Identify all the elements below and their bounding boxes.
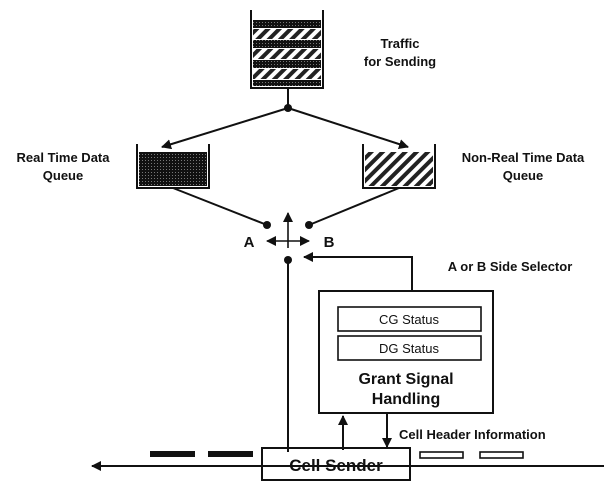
sent-cell-2 — [208, 451, 253, 457]
grant-signal-label-1: Grant Signal — [358, 371, 453, 388]
arrow-to-nonrealtime-queue — [287, 107, 409, 149]
cg-status-box — [337, 306, 482, 332]
traffic-band-1 — [253, 20, 321, 28]
pending-cell-2 — [479, 451, 524, 459]
realtime-queue-label-1: Real Time Data — [17, 150, 111, 165]
arrow-to-realtime-queue — [161, 107, 289, 150]
side-b-terminal — [305, 221, 313, 229]
traffic-queue — [250, 10, 324, 89]
dg-status-box — [337, 335, 482, 361]
realtime-queue — [136, 144, 210, 189]
nonrealtime-queue — [362, 144, 436, 189]
cg-status-label: CG Status — [379, 312, 439, 327]
dg-status-label: DG Status — [379, 341, 439, 356]
selector-label: A or B Side Selector — [448, 259, 573, 274]
cell-sender-box — [261, 447, 411, 481]
grant-signal-label-2: Handling — [372, 391, 440, 408]
nonrealtime-queue-label-1: Non-Real Time Data — [462, 150, 585, 165]
realtime-output-line — [172, 187, 268, 226]
traffic-band-5 — [253, 60, 321, 68]
pending-cell-1 — [419, 451, 464, 459]
nonrealtime-queue-fill — [365, 152, 433, 186]
traffic-band-3 — [253, 40, 321, 48]
traffic-band-7 — [253, 80, 321, 86]
side-a-label: A — [244, 234, 255, 251]
realtime-queue-fill — [139, 152, 207, 186]
nonrealtime-output-line — [308, 187, 400, 226]
cell-sender-label: Cell Sender — [289, 456, 383, 475]
realtime-queue-label-2: Queue — [43, 168, 83, 183]
nonrealtime-queue-label-2: Queue — [503, 168, 543, 183]
traffic-band-2 — [253, 29, 321, 39]
sent-cell-1 — [150, 451, 195, 457]
grant-signal-handling-box — [318, 290, 494, 414]
cell-header-label: Cell Header Information — [399, 427, 546, 442]
traffic-band-4 — [253, 49, 321, 59]
traffic-label-1: Traffic — [380, 36, 419, 51]
traffic-label-2: for Sending — [364, 54, 436, 69]
traffic-band-6 — [253, 69, 321, 79]
side-a-terminal — [263, 221, 271, 229]
selector-control-line — [303, 252, 413, 291]
side-b-label: B — [324, 234, 335, 251]
